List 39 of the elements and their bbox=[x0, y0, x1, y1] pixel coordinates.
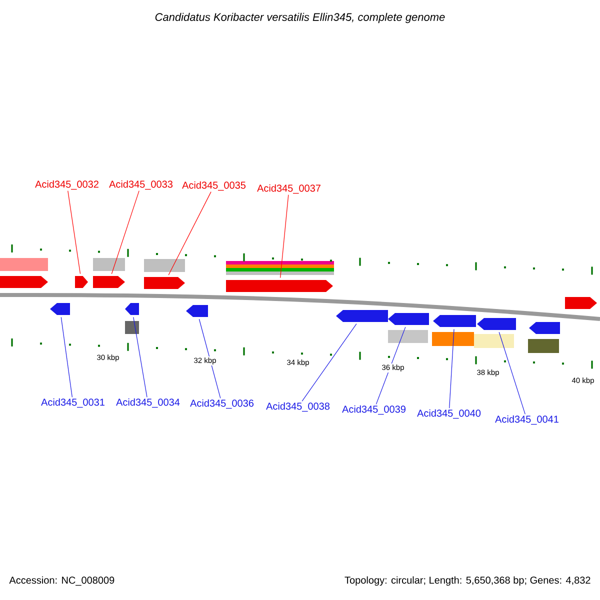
leader-line bbox=[498, 332, 526, 414]
gene-label: Acid345_0039 bbox=[342, 405, 406, 415]
leader-line bbox=[168, 192, 212, 276]
gene-label: Acid345_0040 bbox=[417, 409, 481, 419]
gene-feature bbox=[144, 277, 185, 289]
gene-feature bbox=[565, 297, 597, 309]
gene-feature bbox=[433, 315, 476, 327]
gene-label: Acid345_0036 bbox=[190, 399, 254, 409]
gene-label: Acid345_0034 bbox=[116, 398, 180, 408]
gene-label: Acid345_0041 bbox=[495, 415, 558, 425]
gene-feature bbox=[477, 318, 516, 330]
gene-feature bbox=[0, 276, 48, 288]
leader-line bbox=[376, 326, 406, 404]
gene-label: Acid345_0032 bbox=[35, 180, 98, 190]
leader-line bbox=[60, 316, 72, 398]
gene-feature bbox=[388, 313, 429, 325]
leader-line bbox=[198, 318, 221, 398]
gene-feature bbox=[93, 276, 125, 288]
gene-label: Acid345_0035 bbox=[182, 181, 246, 191]
accession-text: Accession: NC_008009 bbox=[9, 576, 114, 586]
gene-label: Acid345_0037 bbox=[257, 184, 320, 194]
leader-line bbox=[111, 190, 140, 274]
gene-feature bbox=[226, 280, 333, 292]
leader-line bbox=[68, 190, 81, 274]
leader-line bbox=[302, 324, 357, 402]
gene-feature bbox=[336, 310, 388, 322]
leader-line bbox=[280, 194, 289, 278]
gene-feature bbox=[125, 303, 139, 315]
title: Candidatus Koribacter versatilis Ellin345, complete genome bbox=[155, 12, 445, 24]
gene-label: Acid345_0031 bbox=[41, 398, 104, 408]
leader-line bbox=[449, 328, 454, 408]
gene-feature bbox=[50, 303, 70, 315]
gene-feature bbox=[529, 322, 560, 334]
gene-feature bbox=[75, 276, 88, 288]
gene-label: Acid345_0038 bbox=[266, 402, 330, 412]
genome-info-text: Topology: circular; Length: 5,650,368 bp; Genes: 4,832 bbox=[344, 576, 590, 586]
leader-line bbox=[133, 316, 148, 398]
gene-feature bbox=[186, 305, 208, 317]
gene-label: Acid345_0033 bbox=[109, 180, 173, 190]
